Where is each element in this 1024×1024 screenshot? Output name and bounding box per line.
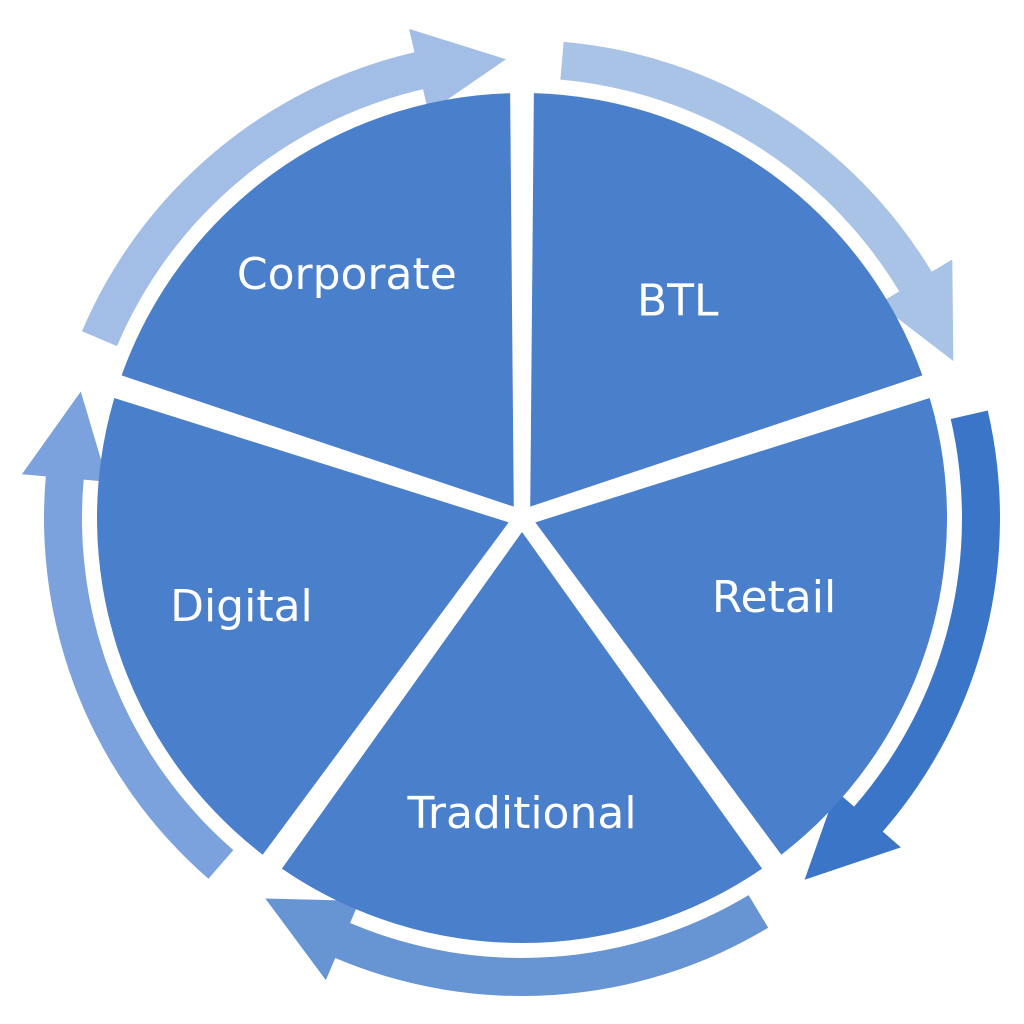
label-corporate: Corporate	[237, 249, 457, 300]
wedge-traditional	[281, 532, 763, 943]
wedge-digital	[96, 398, 509, 855]
arrow-retail	[804, 410, 1001, 880]
label-btl: BTL	[637, 276, 719, 327]
cycle-arrows	[21, 28, 1001, 997]
wedge-retail	[535, 398, 948, 855]
wedge-btl	[530, 93, 923, 507]
label-traditional: Traditional	[406, 788, 636, 839]
arrow-digital	[21, 391, 234, 879]
wedge-corporate	[121, 93, 514, 507]
label-retail: Retail	[712, 572, 836, 623]
arrow-corporate	[82, 28, 506, 347]
pie-wedges	[96, 93, 948, 943]
arrow-btl	[560, 41, 954, 362]
arrow-traditional	[265, 895, 769, 997]
label-digital: Digital	[170, 581, 313, 632]
segment-labels: BTL Retail Traditional Digital Corporate	[170, 249, 836, 839]
